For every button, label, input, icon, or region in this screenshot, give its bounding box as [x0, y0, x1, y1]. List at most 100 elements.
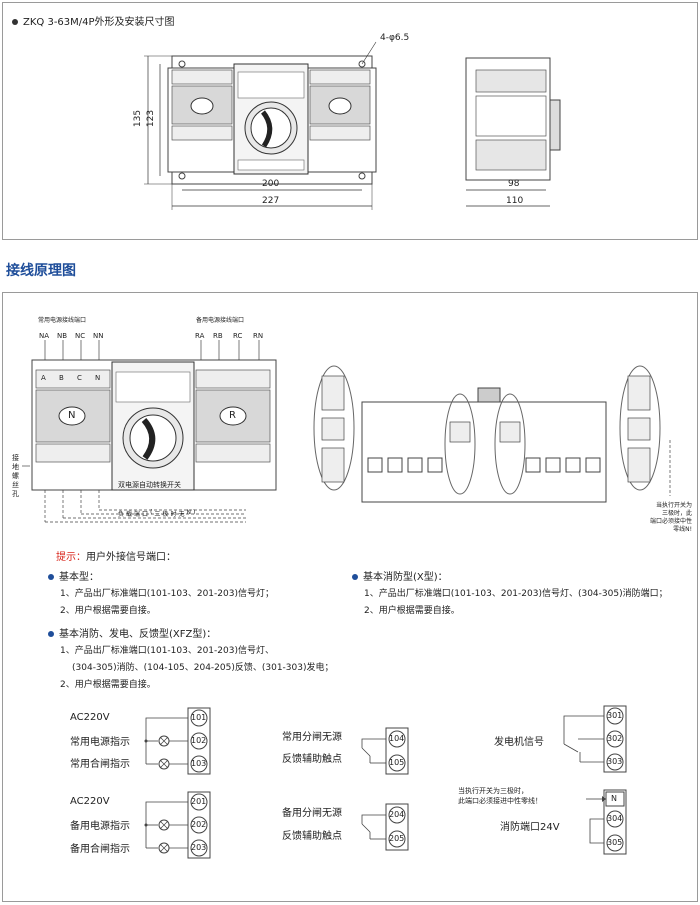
wire-char: (	[150, 509, 153, 516]
dim-123: 123	[146, 109, 157, 128]
terminal-104: 104	[389, 734, 405, 743]
dimension-title: ZKQ 3-63M/4P外形及安装尺寸图	[12, 18, 175, 28]
ground-char: 丝	[12, 481, 19, 489]
hole-label: 4-φ6.5	[380, 33, 410, 43]
dim-135: 135	[133, 109, 144, 128]
side-note-line: 三极时，此	[661, 510, 692, 517]
backup-open-line-2: 反馈辅助触点	[282, 831, 342, 842]
term-RN: RN	[253, 332, 264, 340]
basic-title: 基本型：	[48, 573, 99, 583]
backup-port-label: 备用电源接线端口	[196, 317, 245, 324]
wire-char: 口	[142, 511, 149, 518]
phase-N-top: N	[95, 374, 101, 382]
normal-close-indicator: 常用合闸指示	[70, 759, 130, 770]
term-NC: NC	[75, 332, 86, 340]
term-NA: NA	[39, 332, 50, 340]
bullet-icon	[48, 574, 54, 580]
wire-char: 负	[118, 511, 125, 518]
ground-char: 地	[12, 463, 19, 471]
terminal-305: 305	[607, 838, 623, 847]
xfz-item-3: 2、用户根据需要自接。	[60, 680, 156, 690]
terminal-205: 205	[389, 834, 405, 843]
dimension-title-text: ZKQ 3-63M/4P外形及安装尺寸图	[23, 17, 175, 28]
basic-item-1: 1、产品出厂标准端口(101-103、201-203)信号灯；	[60, 589, 274, 599]
normal-port-label: 常用电源接线端口	[38, 317, 87, 324]
side-note-line: 端口必须接中性	[649, 518, 692, 525]
circuit-drawing	[144, 705, 627, 859]
fire-title-text: 基本消防型(X型)：	[363, 572, 448, 583]
basic-title-text: 基本型：	[59, 572, 99, 583]
terminal-202: 202	[191, 820, 207, 829]
side-note-line: 当执行开关为	[655, 502, 692, 509]
load-wire-label: 负 载 端 口 ( 三 极 时 无 N )	[118, 509, 195, 518]
wire-char: 载	[126, 511, 133, 518]
fire-item-1: 1、产品出厂标准端口(101-103、201-203)信号灯、(304-305)…	[364, 589, 668, 599]
phase-A-top: A	[41, 374, 46, 382]
xfz-item-1: 1、产品出厂标准端口(101-103、201-203)信号灯、	[60, 646, 274, 656]
side-note: 当执行开关为 三极时，此 端口必须接中性 零线N!	[632, 502, 692, 534]
bullet-icon	[352, 574, 358, 580]
terminal-102: 102	[191, 736, 207, 745]
dim-98: 98	[508, 179, 520, 189]
wire-char: 三	[154, 511, 161, 518]
xfz-title-text: 基本消防、发电、反馈型(XFZ型)：	[59, 629, 217, 640]
fire-port: 消防端口24V	[500, 822, 560, 833]
terminal-203: 203	[191, 843, 207, 852]
fire-title: 基本消防型(X型)：	[352, 573, 448, 583]
term-NN: NN	[93, 332, 104, 340]
terminal-204: 204	[389, 810, 405, 819]
side-note-line: 零线N!	[673, 526, 692, 533]
ground-char: 螺	[12, 472, 19, 480]
backup-power-indicator: 备用电源指示	[70, 821, 130, 832]
normal-open-line-2: 反馈辅助触点	[282, 754, 342, 765]
terminal-304: 304	[607, 814, 623, 823]
hint-label: 提示：	[56, 552, 86, 563]
wire-char: 无	[178, 511, 185, 518]
basic-item-2: 2、用户根据需要自接。	[60, 606, 156, 616]
wire-char: N	[186, 509, 191, 516]
wiring-drawing	[22, 340, 671, 523]
backup-open-line-1: 备用分闸无源	[282, 808, 342, 819]
front-view-drawing	[144, 41, 561, 210]
wire-char: 时	[170, 511, 177, 518]
wire-char: )	[192, 509, 196, 516]
ground-char: 孔	[12, 490, 19, 498]
terminal-302: 302	[607, 734, 623, 743]
dim-110: 110	[506, 196, 524, 206]
switch-caption: 双电源自动转换开关	[118, 481, 181, 489]
term-RC: RC	[233, 332, 243, 340]
xfz-item-2: (304-305)消防、(104-105、204-205)反馈、(301-303…	[72, 663, 334, 673]
fire-item-2: 2、用户根据需要自接。	[364, 606, 460, 616]
ac220-2: AC220V	[70, 796, 110, 807]
dim-200: 200	[262, 179, 280, 189]
bullet-icon	[12, 19, 18, 25]
term-RB: RB	[213, 332, 223, 340]
wire-char: 极	[162, 511, 169, 518]
ground-label: 接 地 螺 丝 孔	[12, 454, 22, 499]
terminal-303: 303	[607, 757, 623, 766]
fire-note-2: 此端口必须接进中性零线！	[458, 797, 542, 805]
ac220-1: AC220V	[70, 712, 110, 723]
normal-power-indicator: 常用电源指示	[70, 737, 130, 748]
terminal-101: 101	[191, 713, 207, 722]
hint-text: 用户外接信号端口：	[86, 552, 176, 563]
generator-signal: 发电机信号	[494, 737, 544, 748]
terminal-201: 201	[191, 797, 207, 806]
wire-char: 端	[134, 511, 141, 518]
phase-C-top: C	[77, 374, 82, 382]
hint-line: 提示：用户外接信号端口：	[56, 553, 176, 563]
terminal-103: 103	[191, 759, 207, 768]
normal-open-line-1: 常用分闸无源	[282, 732, 342, 743]
wiring-title: 接线原理图	[6, 263, 76, 279]
R-label: R	[229, 410, 236, 421]
term-RA: RA	[195, 332, 205, 340]
dim-227: 227	[262, 196, 280, 206]
xfz-title: 基本消防、发电、反馈型(XFZ型)：	[48, 630, 216, 640]
terminal-105: 105	[389, 758, 405, 767]
bullet-icon	[48, 631, 54, 637]
N-label: N	[68, 410, 76, 421]
terminal-301: 301	[607, 711, 623, 720]
backup-close-indicator: 备用合闸指示	[70, 844, 130, 855]
term-NB: NB	[57, 332, 68, 340]
terminal-N: N	[611, 794, 617, 803]
